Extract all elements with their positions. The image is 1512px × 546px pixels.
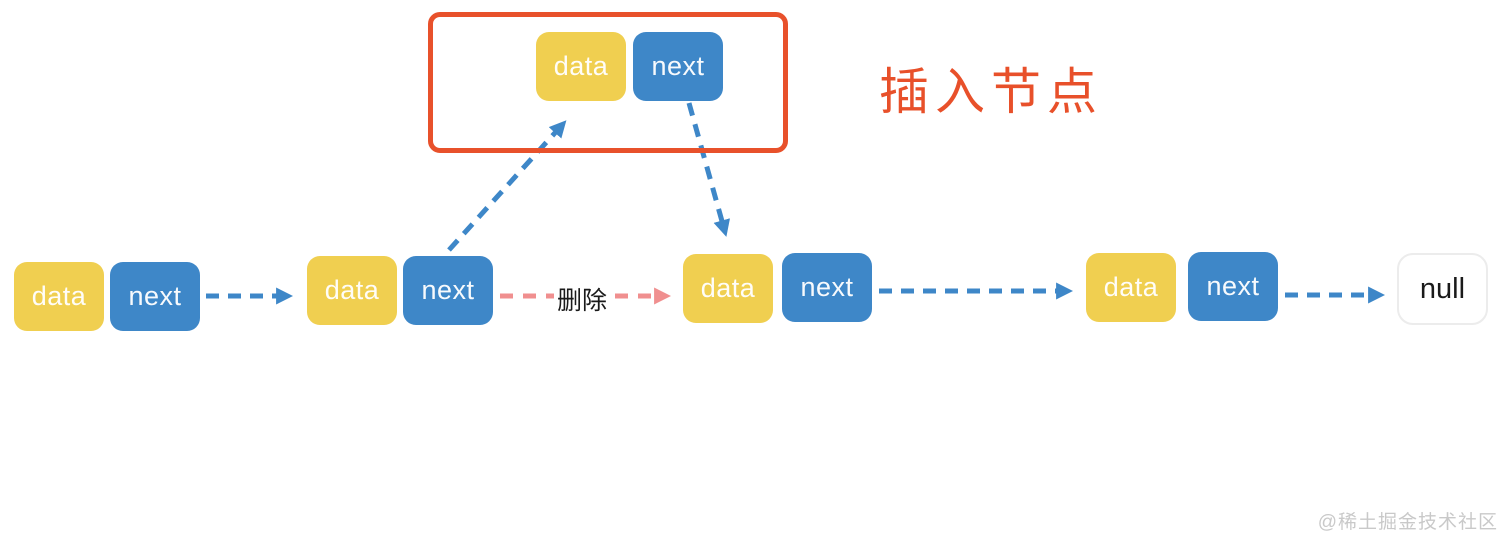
node4-next-box: next [1188,252,1278,321]
watermark: @稀土掘金技术社区 [1317,512,1498,533]
inserted-node-data-box: data [536,32,626,101]
inserted-node-next-box: next [633,32,723,101]
null-terminator-box: null [1397,253,1488,325]
node4-data-box: data [1086,253,1176,322]
insert-node-caption: 插入节点 [879,64,1103,120]
node1-data-box: data [14,262,104,331]
inserted-node-frame [428,12,788,153]
node2-data-box: data [307,256,397,325]
node2-next-box: next [403,256,493,325]
node3-data-box: data [683,254,773,323]
node1-next-box: next [110,262,200,331]
node3-next-box: next [782,253,872,322]
delete-arrow-label: 删除 [554,281,611,317]
